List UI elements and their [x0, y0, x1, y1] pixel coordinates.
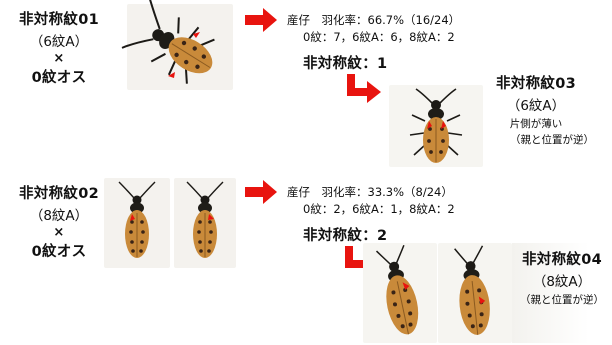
result-1-line1: 産仔 羽化率：66.7%（16/24）: [287, 13, 461, 27]
offspring-1-note1: 片側が薄い: [509, 118, 563, 130]
parent-1-label: 非対称紋01 （6紋A） × 0紋オス: [4, 8, 114, 87]
parent-2-cross: ×: [53, 225, 65, 240]
parent-2-male: 0紋オス: [31, 244, 87, 260]
result-2-asym: 非対称紋：2: [303, 228, 388, 244]
arrow-right-icon: [245, 8, 277, 32]
beetle-image: [186, 181, 224, 258]
offspring-1-pattern: （6紋A）: [506, 98, 566, 114]
result-2: 産仔 羽化率：33.3%（8/24） 0紋：2，6紋A：1，8紋A：2 非対称紋…: [287, 184, 455, 245]
parent-2-title: 非対称紋02: [19, 186, 99, 202]
result-2-line1: 産仔 羽化率：33.3%（8/24）: [287, 185, 453, 199]
offspring-2-photo-b: [438, 243, 512, 343]
result-1: 産仔 羽化率：66.7%（16/24） 0紋：7，6紋A：6，8紋A：2 非対称…: [287, 12, 460, 73]
result-2-line2: 0紋：2，6紋A：1，8紋A：2: [303, 202, 455, 216]
offspring-1-label: 非対称紋03 （6紋A） 片側が薄い （親と位置が逆）: [488, 72, 594, 147]
result-1-line2: 0紋：7，6紋A：6，8紋A：2: [303, 30, 455, 44]
beetle-image: [375, 244, 419, 335]
parent-2-pattern: （8紋A）: [29, 208, 89, 224]
offspring-2-photo-a: [363, 243, 437, 343]
parent-2-label: 非対称紋02 （8紋A） × 0紋オス: [4, 182, 114, 261]
parent-1-male: 0紋オス: [31, 70, 87, 86]
parent-1-title: 非対称紋01: [19, 12, 99, 28]
parent-2-photo-b: [174, 178, 236, 268]
offspring-2-note1: （親と位置が逆）: [520, 294, 604, 306]
arrow-right-icon: [245, 180, 277, 204]
offspring-2-label: 非対称紋04 （8紋A） （親と位置が逆）: [514, 248, 610, 307]
beetle-image: [409, 88, 463, 163]
beetle-image: [118, 181, 156, 258]
parent-1-pattern: （6紋A）: [29, 34, 89, 50]
parent-1-photo: [121, 0, 233, 90]
offspring-1-title: 非対称紋03: [496, 76, 576, 92]
beetle-image: [454, 245, 490, 335]
bent-arrow-icon: [347, 74, 381, 103]
offspring-2-pattern: （8紋A）: [532, 274, 592, 290]
parent-2-photo-a: [104, 178, 170, 268]
offspring-2-title: 非対称紋04: [522, 252, 602, 268]
offspring-1-photo: [389, 85, 483, 167]
beetle-image: [121, 0, 215, 84]
offspring-1-note2: （親と位置が逆）: [510, 134, 594, 146]
photo-edge: [512, 243, 608, 343]
parent-1-cross: ×: [53, 51, 65, 66]
result-1-asym: 非対称紋：1: [303, 56, 388, 72]
